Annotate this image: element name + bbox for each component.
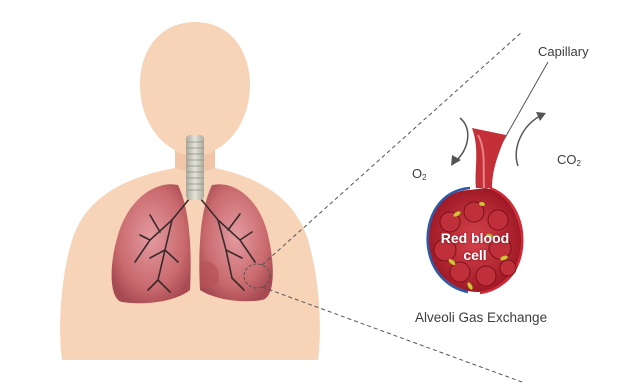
oxygen-arrow bbox=[451, 118, 468, 166]
red-blood-cell-line2: cell bbox=[430, 247, 520, 264]
carbon-dioxide-label: CO2 bbox=[557, 152, 581, 168]
oxygen-label: O2 bbox=[412, 166, 427, 182]
diagram-caption: Alveoli Gas Exchange bbox=[415, 310, 547, 325]
vessel-stem bbox=[472, 128, 506, 188]
carbon-dioxide-arrow bbox=[516, 112, 546, 166]
red-blood-cell-label: Red blood cell bbox=[430, 230, 520, 264]
capillary-label: Capillary bbox=[538, 44, 589, 59]
red-blood-cell-line1: Red blood bbox=[430, 230, 520, 247]
